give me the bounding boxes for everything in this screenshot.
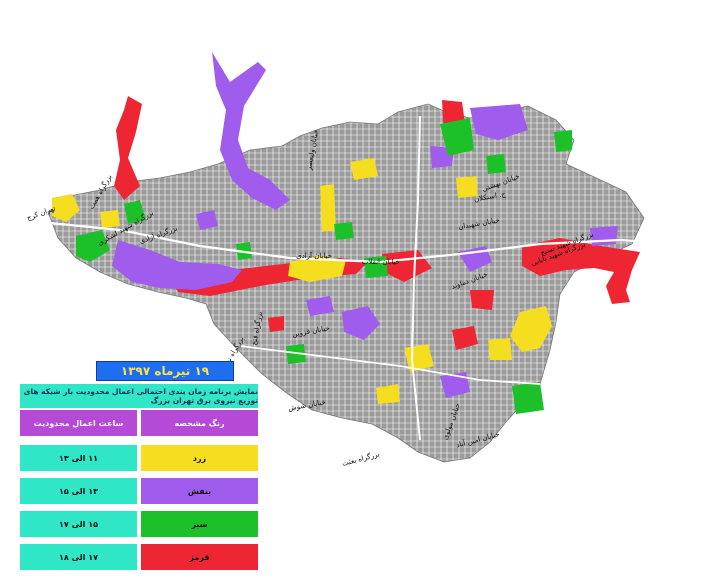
zone-yellow-10: [376, 384, 400, 404]
zone-purple-10: [306, 296, 334, 316]
zone-red-1: [114, 96, 142, 200]
highway-east-west: [39, 220, 681, 264]
zone-purple-1: [212, 52, 290, 210]
legend-row-yellow: زرد ۱۱ الی ۱۳: [20, 445, 258, 471]
zone-green-6: [286, 344, 306, 364]
zone-green-7: [554, 130, 572, 152]
legend-color-yellow: زرد: [141, 445, 258, 471]
legend-row-purple: بنفش ۱۳ الی ۱۵: [20, 478, 258, 504]
zone-purple-2: [112, 240, 242, 290]
zone-red-8: [268, 316, 284, 332]
zone-red-3: [522, 238, 640, 304]
zone-yellow-4: [510, 306, 552, 352]
legend-color-purple: بنفش: [141, 478, 258, 504]
zone-green-1: [76, 230, 110, 262]
legend-header-row: رنگ مشخصه ساعت اعمال محدودیت: [20, 410, 258, 438]
zone-yellow-6: [350, 158, 378, 180]
zone-yellow-9: [100, 210, 120, 228]
zone-green-4: [512, 382, 544, 414]
legend-hours-red: ۱۷ الی ۱۸: [20, 544, 141, 570]
zone-purple-9: [196, 210, 218, 230]
legend-hours-header: ساعت اعمال محدودیت: [20, 410, 141, 436]
zone-yellow-1: [52, 194, 80, 222]
zone-purple-7: [440, 372, 470, 398]
zone-purple-8: [590, 226, 618, 246]
zone-purple-5: [470, 104, 528, 140]
legend-color-red: قرمز: [141, 544, 258, 570]
street-label: بزرگراه بعثت: [341, 449, 381, 468]
legend-row-red: قرمز ۱۷ الی ۱۸: [20, 544, 258, 570]
legend-hours-yellow: ۱۱ الی ۱۳: [20, 445, 141, 471]
legend-color-green: سبز: [141, 511, 258, 537]
zone-green-10: [334, 222, 354, 240]
legend-table: نمایش برنامه زمان بندی احتمالی اعمال محد…: [20, 384, 258, 570]
zone-green-2: [124, 200, 146, 224]
zone-green-3: [440, 118, 474, 156]
legend-row-green: سبز ۱۵ الی ۱۷: [20, 511, 258, 537]
zone-yellow-3: [288, 256, 346, 282]
zone-yellow-2: [320, 184, 336, 232]
street-label: خیابان انقلاب: [362, 258, 400, 266]
zone-yellow-8: [488, 338, 512, 360]
legend-color-header: رنگ مشخصه: [141, 410, 258, 436]
zone-red-7: [470, 290, 494, 310]
legend-title: نمایش برنامه زمان بندی احتمالی اعمال محد…: [20, 384, 258, 410]
street-label: خیابان آزادی: [296, 251, 332, 260]
legend-hours-purple: ۱۳ الی ۱۵: [20, 478, 141, 504]
date-badge: ۱۹ تیرماه ۱۳۹۷: [96, 361, 234, 381]
highway-southern: [239, 345, 541, 385]
zone-purple-3: [342, 306, 380, 340]
zone-green-9: [486, 154, 506, 174]
highway-north-south: [410, 115, 421, 441]
zone-red-6: [452, 326, 478, 350]
zone-yellow-7: [456, 176, 478, 198]
legend-hours-green: ۱۵ الی ۱۷: [20, 511, 141, 537]
